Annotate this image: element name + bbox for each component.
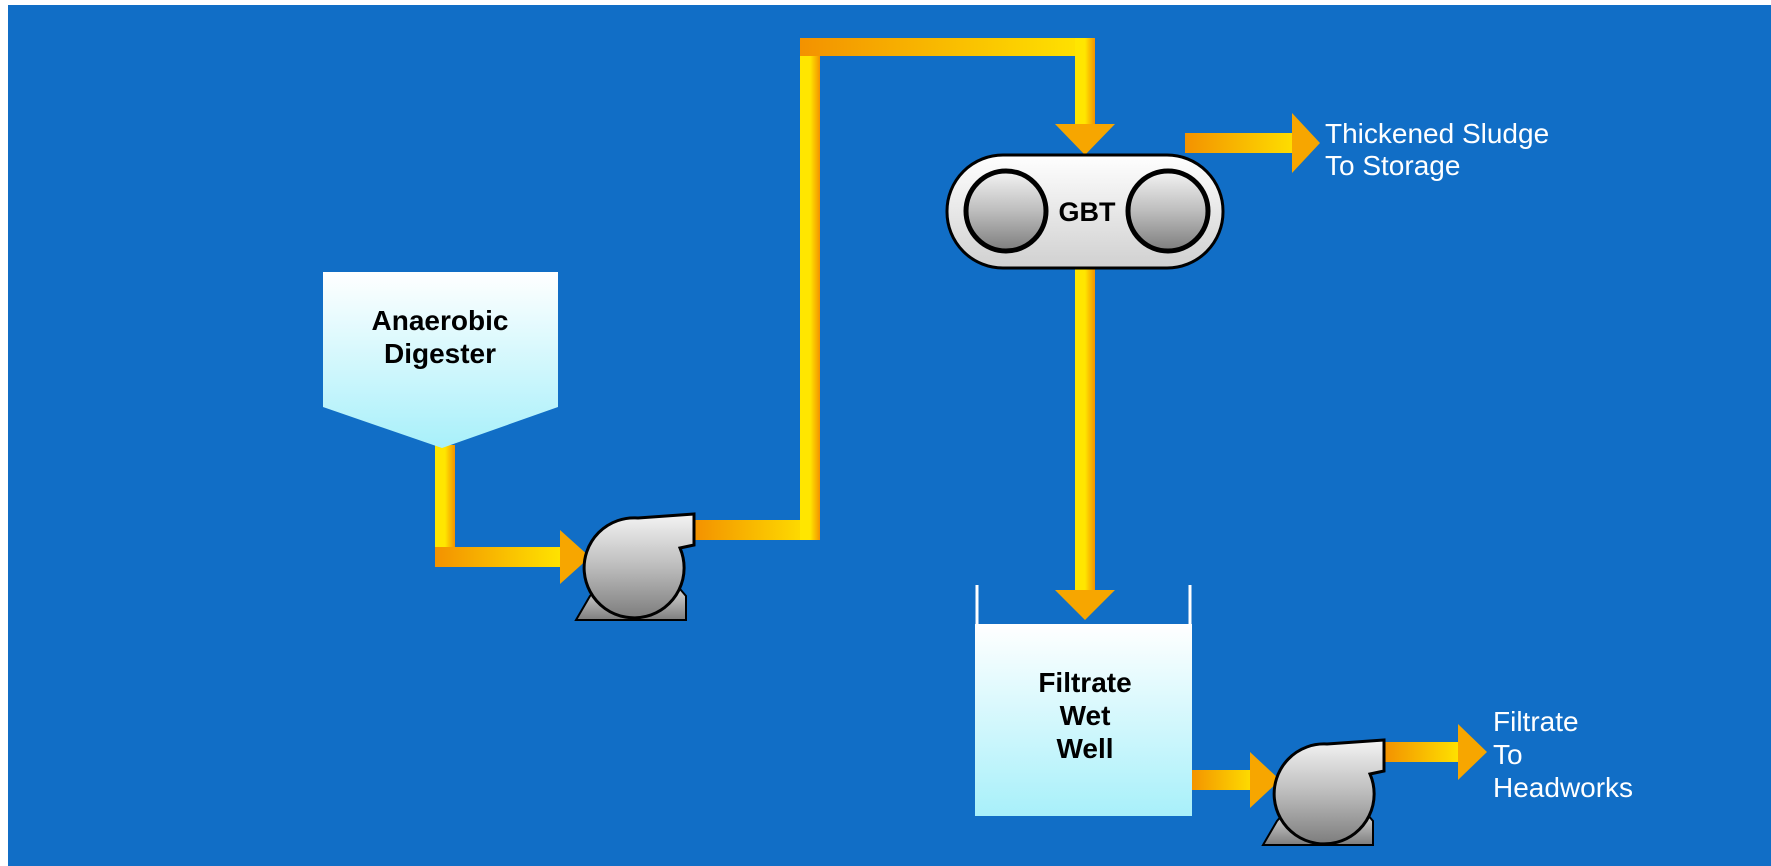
digester-label-line-2: Digester (384, 338, 496, 369)
top-border (0, 0, 1771, 5)
filtrate-output-label-line-1: Filtrate (1493, 706, 1579, 737)
pipe-filtrate-out (1385, 742, 1463, 762)
wet-well-label-line-2: Wet (1060, 700, 1111, 731)
anaerobic-digester[interactable]: Anaerobic Digester (323, 272, 558, 448)
pipe-top-run (800, 38, 1095, 56)
pipe-riser (800, 38, 820, 540)
background (8, 5, 1771, 866)
centrifugal-pump-icon (582, 512, 696, 620)
centrifugal-pump-icon (1272, 738, 1386, 846)
flow-arrow-icon (1458, 724, 1487, 780)
sludge-output-label-line-1: Thickened Sludge (1325, 118, 1549, 149)
gbt-label: GBT (1059, 197, 1117, 227)
pipe-gbt-inlet (1075, 38, 1095, 138)
flow-arrow-icon (1055, 590, 1115, 620)
flow-arrow-icon (1055, 124, 1115, 155)
pipe-wetwell-out (1190, 770, 1260, 790)
left-border (0, 0, 8, 866)
pipe-digester-down (435, 445, 455, 560)
pipe-gbt-down (1075, 265, 1095, 605)
filtrate-output-label-line-2: To (1493, 739, 1523, 770)
gravity-belt-thickener[interactable]: GBT (945, 153, 1225, 270)
wet-well-label-line-1: Filtrate (1038, 667, 1131, 698)
sludge-output-label-line-2: To Storage (1325, 150, 1460, 181)
flow-arrow-icon (560, 530, 590, 584)
filtrate-wet-well[interactable]: Filtrate Wet Well (975, 585, 1192, 816)
pipe-sludge-out (1185, 133, 1305, 153)
belt-roller-icon (1125, 168, 1211, 254)
filtrate-output-label-line-3: Headworks (1493, 772, 1633, 803)
pipe-to-pump1 (435, 547, 565, 567)
pipe-pump1-discharge (695, 520, 820, 540)
digester-label-line-1: Anaerobic (372, 305, 509, 336)
centrifugal-pump-2[interactable] (1261, 738, 1386, 846)
flow-arrow-icon (1292, 113, 1320, 173)
flow-arrow-icon (1250, 752, 1280, 808)
belt-roller-icon (963, 168, 1049, 254)
wet-well-label-line-3: Well (1056, 733, 1113, 764)
centrifugal-pump-1[interactable] (574, 512, 696, 621)
